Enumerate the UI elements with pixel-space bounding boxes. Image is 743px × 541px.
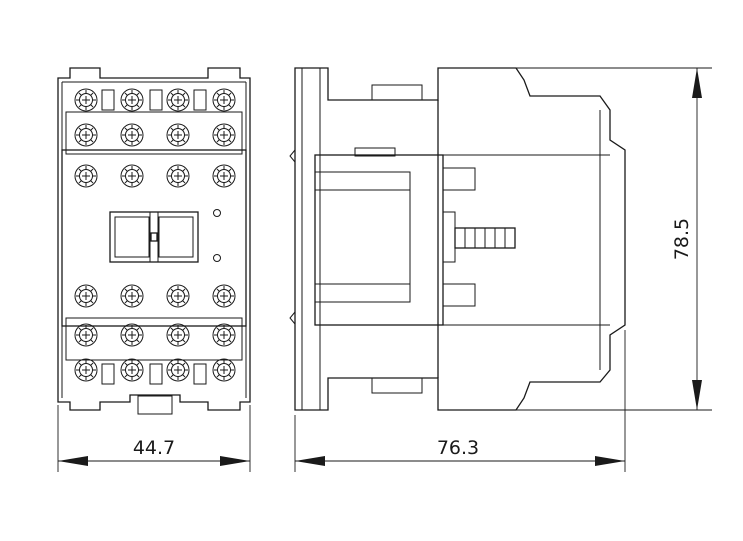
push-button <box>454 227 516 249</box>
terminal-screw <box>166 358 190 382</box>
height-dimension: 78.5 <box>516 67 712 411</box>
terminal-screw <box>120 88 144 112</box>
terminal-screw <box>212 323 236 347</box>
terminal-screw <box>74 123 98 147</box>
depth-value: 76.3 <box>437 437 479 459</box>
depth-dimension: 76.3 <box>294 330 626 472</box>
terminal-screw <box>120 123 144 147</box>
terminal-screw <box>166 123 190 147</box>
width-dimension: 44.7 <box>57 405 251 472</box>
terminal-screw <box>120 358 144 382</box>
terminal-screw <box>120 284 144 308</box>
terminal-screw <box>166 88 190 112</box>
terminal-screw <box>120 164 144 188</box>
height-value: 78.5 <box>671 218 693 260</box>
terminal-screw <box>212 88 236 112</box>
terminal-screw <box>120 323 144 347</box>
indicator-window <box>109 211 199 263</box>
terminal-screws <box>74 88 236 382</box>
terminal-screw <box>166 323 190 347</box>
terminal-screw <box>212 123 236 147</box>
terminal-screw <box>74 358 98 382</box>
terminal-screw <box>74 323 98 347</box>
terminal-screw <box>74 164 98 188</box>
terminal-screw <box>166 164 190 188</box>
terminal-screw <box>212 164 236 188</box>
width-value: 44.7 <box>133 437 175 459</box>
terminal-screw <box>212 284 236 308</box>
side-view <box>289 67 626 411</box>
terminal-screw <box>212 358 236 382</box>
terminal-screw <box>74 88 98 112</box>
terminal-screw <box>74 284 98 308</box>
front-view <box>57 67 251 415</box>
terminal-screw <box>166 284 190 308</box>
